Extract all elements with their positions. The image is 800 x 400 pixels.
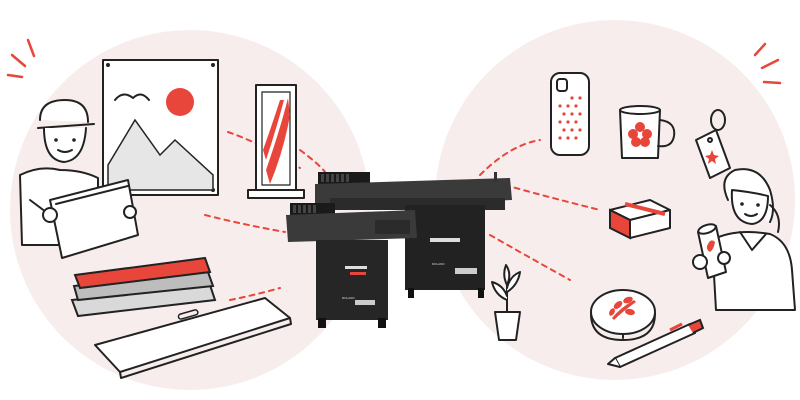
stacked-boards-icon: [70, 256, 217, 318]
acrylic-sheet-icon: [94, 297, 292, 379]
printer-back-label: ROLAND: [432, 262, 445, 266]
mug-icon: [619, 105, 676, 159]
standee-icon: [247, 84, 305, 199]
gift-box-icon: [609, 199, 671, 240]
spark-lines-right-icon: [753, 42, 782, 85]
spark-lines-left-icon: [6, 38, 36, 79]
printer-front-label: ROLAND: [342, 296, 355, 300]
keychain-tag-icon: [695, 109, 731, 179]
printer-front-unit: [286, 203, 417, 328]
pen-icon: [607, 318, 705, 368]
held-board-icon: [42, 179, 139, 259]
phone-case-icon: [550, 72, 590, 156]
right-person-icon: [711, 168, 796, 311]
tumbler-icon: [692, 223, 731, 279]
printer-back-unit: [315, 172, 512, 298]
framed-print-icon: [102, 59, 219, 196]
right-background-blob: [435, 20, 795, 380]
plant-icon: [491, 264, 521, 341]
coaster-icon: [590, 289, 656, 341]
